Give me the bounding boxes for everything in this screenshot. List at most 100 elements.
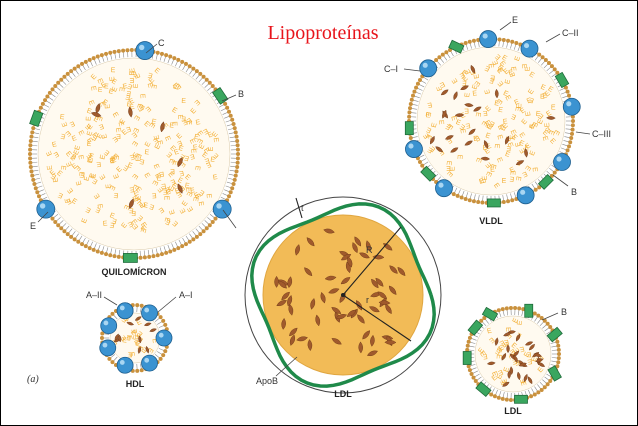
chylo-name: QUILOMÍCRON <box>102 267 167 277</box>
cholesteryl-ester-icon: E <box>179 152 187 161</box>
phospholipid-head <box>32 182 37 187</box>
phospholipid-tail <box>61 80 67 85</box>
phospholipid-head <box>569 136 574 141</box>
cholesteryl-ester-icon: E <box>128 350 133 357</box>
cholesteryl-ester-icon: E <box>425 112 431 119</box>
cholesteryl-ester-icon: E <box>445 160 453 166</box>
phospholipid-head <box>28 143 33 148</box>
phospholipid-tail <box>157 321 163 325</box>
cholesteryl-ester-icon: E <box>490 73 495 80</box>
phospholipid-head <box>555 339 560 344</box>
triglyceride-drop-icon <box>177 183 183 194</box>
triglyceride-drop-icon <box>137 346 142 354</box>
phospholipid-head <box>62 229 67 234</box>
cholesteryl-ester-icon: E <box>71 162 79 171</box>
phospholipid-head <box>176 57 181 62</box>
cholesteryl-ester-icon: E <box>95 115 103 122</box>
cholesteryl-ester-icon: E <box>478 350 487 358</box>
cholesteryl-ester-icon: E <box>517 132 526 140</box>
ldl-apob-leader <box>275 356 298 377</box>
sphere-highlight <box>520 189 526 195</box>
phospholipid-head <box>164 250 169 255</box>
phospholipid-head <box>28 138 33 143</box>
phospholipid-head <box>508 306 513 311</box>
phospholipid-head <box>552 67 557 72</box>
cholesteryl-ester-icon: E <box>471 84 479 91</box>
cholesteryl-ester-icon: E <box>111 153 119 162</box>
phospholipid-head <box>56 80 61 85</box>
cholesteryl-ester-icon: E <box>493 143 501 149</box>
green-square-protein-icon <box>546 326 563 343</box>
cholesteryl-ester-icon: E <box>472 90 478 97</box>
cholesteryl-ester-icon: E <box>126 162 133 170</box>
cholesteryl-ester-icon: E <box>96 160 102 168</box>
phospholipid-head <box>110 311 115 316</box>
cholesteryl-ester-icon: E <box>86 130 94 137</box>
phospholipid-head <box>142 255 147 260</box>
phospholipid-head <box>504 397 509 402</box>
triglyceride-drop-icon <box>145 345 150 354</box>
phospholipid-head <box>33 186 38 191</box>
cholesteryl-ester-icon: E <box>539 84 546 92</box>
phospholipid-head <box>210 219 215 224</box>
ldl-detail-particle <box>244 196 442 394</box>
cholesteryl-ester-icon: E <box>502 340 511 348</box>
cholesteryl-ester-icon: E <box>514 55 522 62</box>
phospholipid-head <box>557 352 561 356</box>
phospholipid-tail <box>546 170 552 176</box>
cholesteryl-ester-icon: E <box>151 136 159 145</box>
cholesteryl-ester-icon: E <box>139 221 148 229</box>
phospholipid-head <box>463 196 468 201</box>
phospholipid-head <box>129 48 134 53</box>
phospholipid-head <box>563 85 568 90</box>
cholesteryl-ester-icon: E <box>177 145 184 153</box>
cholesteryl-ester-icon: E <box>524 142 532 151</box>
cholesteryl-ester-icon: E <box>484 88 492 94</box>
triglyceride-drop-icon <box>473 106 482 112</box>
phospholipid-head <box>500 307 505 312</box>
cholesteryl-ester-icon: E <box>489 163 497 170</box>
hdl-a1-leader <box>157 296 177 313</box>
triglyceride-drop-icon <box>369 306 380 313</box>
sphere-highlight <box>119 360 125 365</box>
cholesteryl-ester-icon: E <box>96 132 105 140</box>
cholesteryl-ester-icon: E <box>464 67 473 75</box>
phospholipid-tail <box>446 52 451 59</box>
cholesteryl-ester-icon: E <box>138 94 145 99</box>
phospholipid-tail <box>218 104 225 108</box>
phospholipid-head <box>479 318 484 323</box>
blue-sphere-protein-icon <box>99 339 117 357</box>
cholesteryl-ester-icon: E <box>153 134 161 141</box>
cholesteryl-ester-icon: E <box>113 191 119 199</box>
phospholipid-head <box>492 394 497 399</box>
phospholipid-tail <box>55 86 61 91</box>
phospholipid-head <box>235 138 240 143</box>
phospholipid-head <box>210 84 215 89</box>
phospholipid-head <box>233 130 238 135</box>
cholesteryl-ester-icon: E <box>103 220 109 227</box>
cholesteryl-ester-icon: E <box>186 205 195 213</box>
cholesteryl-ester-icon: E <box>135 194 143 201</box>
phospholipid-tail <box>228 132 235 135</box>
triglyceride-drop-icon <box>352 242 358 254</box>
vldl-c3-leader <box>575 131 591 135</box>
cholesteryl-ester-icon: E <box>521 118 530 126</box>
triglyceride-drop-icon <box>494 337 499 346</box>
cholesteryl-ester-icon: E <box>169 122 175 130</box>
phospholipid-head <box>556 360 561 365</box>
cholesteryl-ester-icon: E <box>157 175 162 182</box>
phospholipid-tail <box>209 89 215 94</box>
triglyceride-drop-icon <box>134 316 142 321</box>
cholesteryl-ester-icon: E <box>480 177 488 184</box>
cholesteryl-ester-icon: E <box>461 75 469 84</box>
sphere-highlight <box>144 307 150 313</box>
phospholipid-head <box>533 187 538 192</box>
cholesteryl-ester-icon: E <box>141 345 149 354</box>
ldl-label-apob: ApoB <box>256 376 278 386</box>
phospholipid-tail <box>225 119 232 123</box>
phospholipid-tail <box>185 235 190 242</box>
cholesteryl-ester-icon: E <box>513 98 520 106</box>
cholesteryl-ester-icon: E <box>95 205 102 213</box>
triglyceride-drop-icon <box>310 298 316 310</box>
cholesteryl-ester-icon: E <box>50 172 58 181</box>
